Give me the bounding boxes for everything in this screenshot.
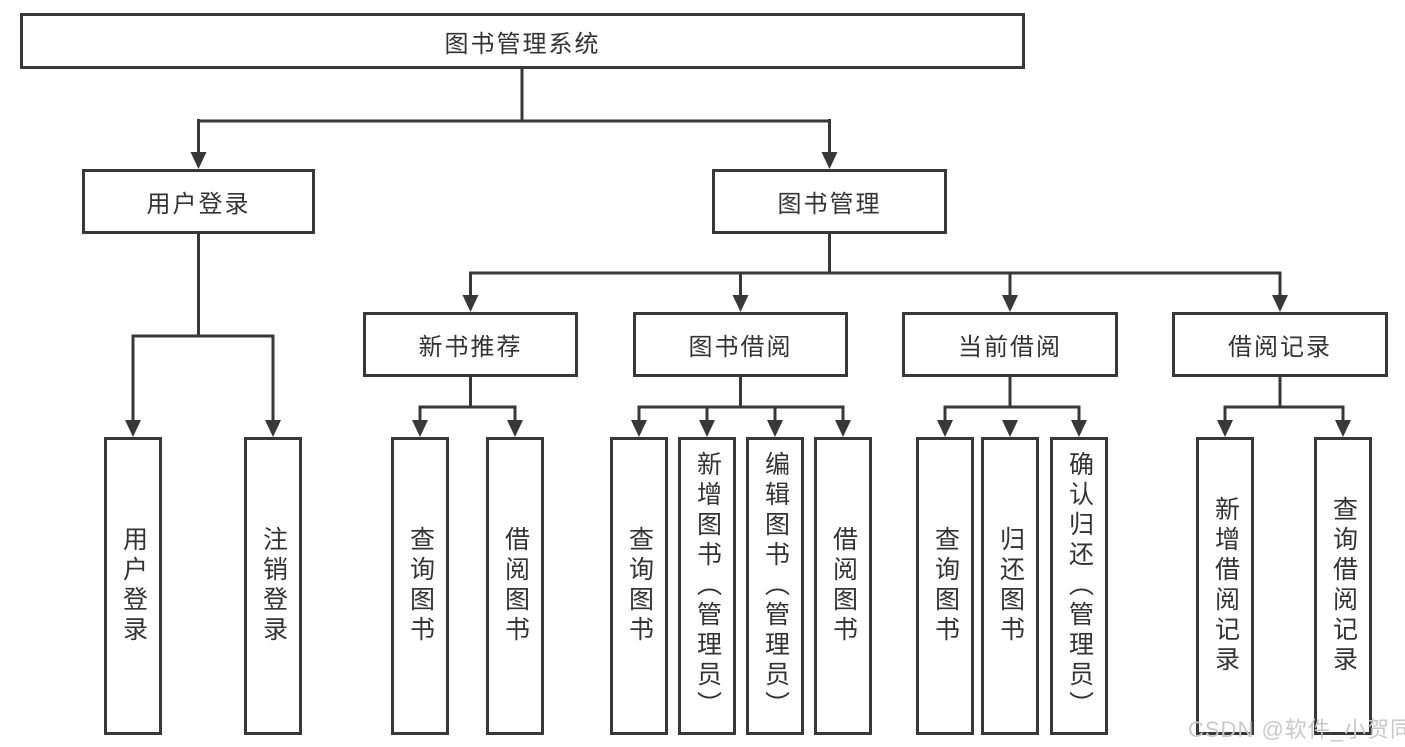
arrowhead-icon [1335,420,1351,437]
arrowhead-icon [265,420,281,437]
leaf-records-query-record: 查询借阅记录 [1314,437,1372,735]
leaf-newbook-query-books: 查询图书 [391,437,449,735]
leaf-logout: 注销登录 [244,437,302,735]
leaf-current-return-books: 归还图书 [981,437,1039,735]
leaf-current-query-books: 查询图书 [916,437,974,735]
arrowhead-icon [1002,295,1018,312]
arrowhead-icon [821,152,838,169]
arrowhead-icon [190,152,207,169]
arrowhead-icon [1272,295,1288,312]
arrowheads-group [125,152,1351,437]
leaf-newbook-borrow-books: 借阅图书 [486,437,544,735]
watermark: CSDN @软件_小贺同学 [1188,717,1405,742]
arrowhead-icon [699,420,715,437]
leaf-borrowing-add-books-admin: 新增图书（管理员） [678,437,736,735]
arrowhead-icon [732,295,749,312]
leaf-user-login: 用户登录 [104,437,162,735]
node-user-login: 用户登录 [82,169,315,234]
node-borrowing-records: 借阅记录 [1172,312,1388,377]
leaf-borrowing-borrow-books: 借阅图书 [814,437,872,735]
node-book-borrowing: 图书借阅 [633,312,848,377]
arrowhead-icon [631,420,647,437]
arrowhead-icon [835,420,851,437]
arrowhead-icon [1071,420,1087,437]
arrowhead-icon [125,420,141,437]
arrowhead-icon [462,295,479,312]
arrowhead-icon [507,420,523,437]
connector-path [131,68,1345,421]
arrowhead-icon [767,420,783,437]
node-library-management-system: 图书管理系统 [20,13,1025,69]
leaf-records-add-record: 新增借阅记录 [1196,437,1254,735]
arrowhead-icon [412,420,428,437]
leaf-borrowing-query-books: 查询图书 [610,437,668,735]
node-book-management: 图书管理 [712,169,947,234]
node-new-book-recommend: 新书推荐 [363,312,578,377]
arrowhead-icon [1002,420,1018,437]
arrowhead-icon [937,420,953,437]
leaf-current-confirm-return-admin: 确认归还（管理员） [1050,437,1108,735]
leaf-borrowing-edit-books-admin: 编辑图书（管理员） [746,437,804,735]
arrowhead-icon [1217,420,1233,437]
node-current-borrowing: 当前借阅 [902,312,1118,377]
